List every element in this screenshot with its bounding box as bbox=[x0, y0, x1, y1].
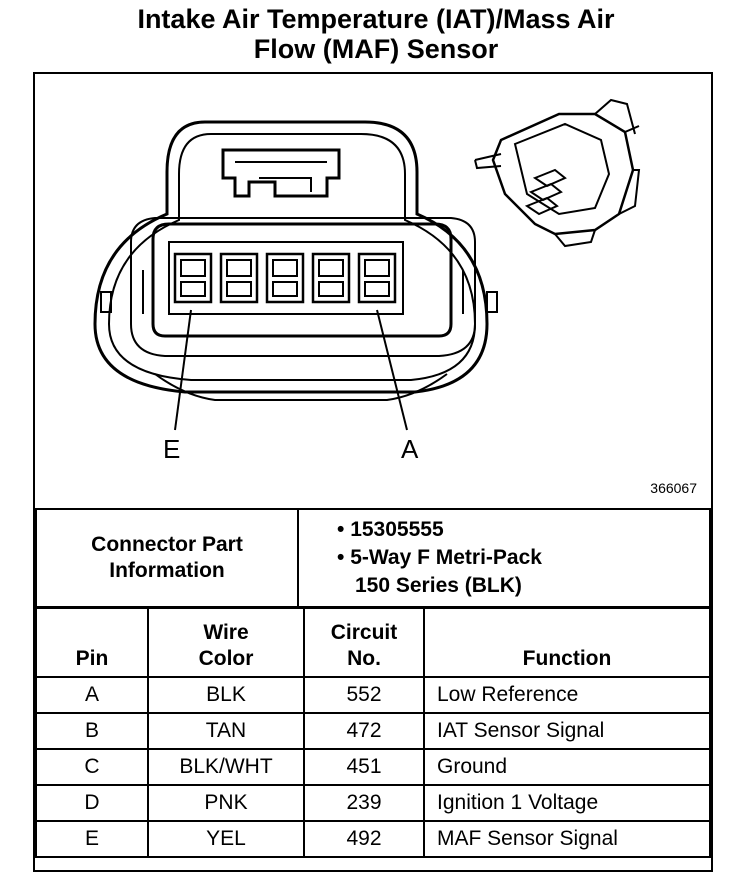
function-cell: IAT Sensor Signal bbox=[423, 712, 711, 750]
pin-cell: D bbox=[35, 784, 149, 822]
title-line-1: Intake Air Temperature (IAT)/Mass Air bbox=[137, 4, 615, 34]
table-row: B TAN 472 IAT Sensor Signal bbox=[35, 712, 711, 750]
pin-cell: B bbox=[35, 712, 149, 750]
table-row: A BLK 552 Low Reference bbox=[35, 676, 711, 714]
header-wire-color: Wire Color bbox=[147, 607, 305, 678]
description-line-1: 5-Way F Metri-Pack bbox=[350, 546, 542, 569]
wire-color-cell: BLK bbox=[147, 676, 305, 714]
header-wire-line-1: Wire bbox=[203, 621, 249, 644]
header-circuit-line-1: Circuit bbox=[330, 621, 398, 644]
connector-part-info-label: Connector Part Information bbox=[35, 508, 299, 608]
connector-part-info-values: • 15305555 • 5-Way F Metri-Pack 150 Seri… bbox=[297, 508, 711, 608]
cpi-label-line-1: Connector Part bbox=[91, 533, 243, 556]
part-number-item: • 15305555 bbox=[337, 518, 444, 541]
connector-diagram: E A 366067 bbox=[35, 74, 711, 508]
circuit-cell: 472 bbox=[303, 712, 425, 750]
cpi-label-line-2: Information bbox=[109, 559, 225, 582]
part-number: 15305555 bbox=[350, 518, 444, 541]
description-item: • 5-Way F Metri-Pack bbox=[337, 546, 542, 569]
pin-table-header: Pin Wire Color Circuit No. Function bbox=[35, 607, 711, 678]
header-circuit-line-2: No. bbox=[347, 647, 381, 670]
table-row: E YEL 492 MAF Sensor Signal bbox=[35, 820, 711, 858]
pin-e-label: E bbox=[163, 434, 181, 464]
header-pin: Pin bbox=[35, 607, 149, 678]
circuit-cell: 239 bbox=[303, 784, 425, 822]
header-circuit-no: Circuit No. bbox=[303, 607, 425, 678]
description-line-2: 150 Series (BLK) bbox=[355, 574, 522, 597]
wire-color-cell: TAN bbox=[147, 712, 305, 750]
wire-color-cell: YEL bbox=[147, 820, 305, 858]
circuit-cell: 451 bbox=[303, 748, 425, 786]
circuit-cell: 552 bbox=[303, 676, 425, 714]
connector-sheet: E A 366067 Connector Part Information • … bbox=[33, 72, 713, 872]
table-row: C BLK/WHT 451 Ground bbox=[35, 748, 711, 786]
pin-table: Pin Wire Color Circuit No. Function A BL… bbox=[35, 607, 711, 858]
pin-cell: C bbox=[35, 748, 149, 786]
wire-color-cell: BLK/WHT bbox=[147, 748, 305, 786]
function-cell: MAF Sensor Signal bbox=[423, 820, 711, 858]
table-row: D PNK 239 Ignition 1 Voltage bbox=[35, 784, 711, 822]
figure-number: 366067 bbox=[650, 480, 697, 496]
function-cell: Low Reference bbox=[423, 676, 711, 714]
function-cell: Ignition 1 Voltage bbox=[423, 784, 711, 822]
pin-a-label: A bbox=[401, 434, 419, 464]
connector-iso-sketch bbox=[474, 98, 641, 248]
title-line-2: Flow (MAF) Sensor bbox=[253, 34, 499, 64]
function-cell: Ground bbox=[423, 748, 711, 786]
connector-face-drawing bbox=[93, 98, 641, 431]
wire-color-cell: PNK bbox=[147, 784, 305, 822]
pin-cell: E bbox=[35, 820, 149, 858]
page-title: Intake Air Temperature (IAT)/Mass Air Fl… bbox=[0, 4, 752, 64]
pin-cell: A bbox=[35, 676, 149, 714]
circuit-cell: 492 bbox=[303, 820, 425, 858]
header-function: Function bbox=[423, 607, 711, 678]
header-wire-line-2: Color bbox=[198, 647, 254, 670]
connector-part-info-table: Connector Part Information • 15305555 • … bbox=[35, 508, 711, 608]
